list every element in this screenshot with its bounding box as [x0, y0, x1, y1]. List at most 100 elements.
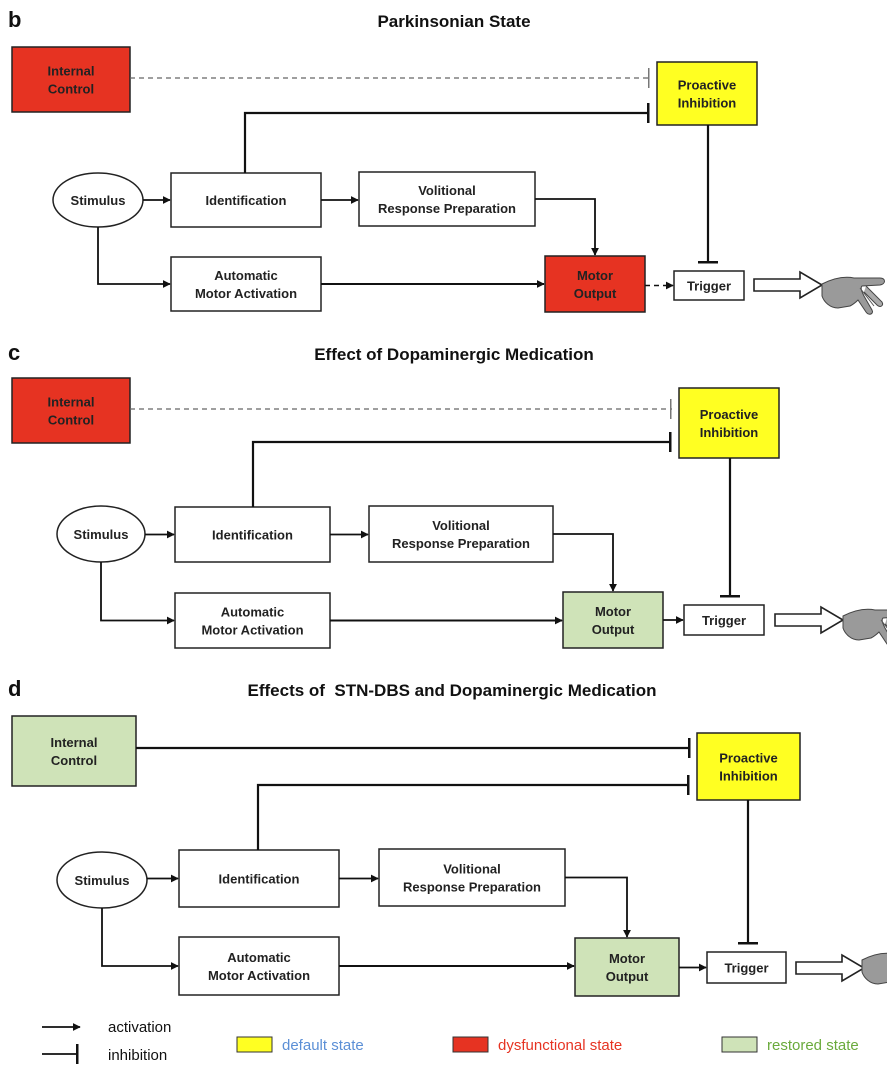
volitional-to-motor-output: [565, 876, 631, 938]
volitional-response-node-line-1: Volitional: [443, 862, 501, 877]
identification-to-proactive-inhibition: [251, 432, 672, 507]
proactive-inhibition-node-line-2: Inhibition: [719, 769, 778, 784]
panel-title: Effects of STN-DBS and Dopaminergic Medi…: [248, 681, 657, 700]
volitional-response-node-line-2: Response Preparation: [403, 880, 541, 895]
legend-default-swatch: [236, 1036, 273, 1053]
internal-control-node-line-2: Control: [48, 82, 94, 97]
identification-to-proactive-inhibition: [256, 775, 690, 850]
panel-title: Parkinsonian State: [377, 12, 530, 31]
output-arrow: [753, 270, 824, 300]
stimulus-label: Stimulus: [71, 193, 126, 208]
internal-control-node-line-2: Control: [51, 753, 97, 768]
stimulus-label: Stimulus: [75, 873, 130, 888]
identification-node-label: Identification: [206, 193, 287, 208]
motor-output-node-line-1: Motor: [577, 268, 613, 283]
legend-restored-state-label: restored state: [767, 1037, 859, 1054]
automatic-motor-node-line-1: Automatic: [214, 268, 278, 283]
identification-node: Identification: [178, 849, 340, 908]
automatic-motor-node-line-2: Motor Activation: [195, 286, 297, 301]
proactive-inhibition-node-box: [656, 61, 758, 126]
volitional-response-node-box: [358, 171, 536, 227]
volitional-response-node-line-1: Volitional: [418, 183, 476, 198]
stimulus-node: Stimulus: [56, 505, 146, 563]
motor-output-node-box: [544, 255, 646, 313]
panel-letter: b: [8, 7, 21, 32]
motor-output-node-line-2: Output: [574, 286, 617, 301]
motor-output-node-box: [562, 591, 664, 649]
legend-dysfunctional-swatch: [452, 1036, 489, 1053]
legend-activation-label: activation: [108, 1019, 171, 1036]
volitional-response-node-line-2: Response Preparation: [392, 536, 530, 551]
legend-default-state-label: default state: [282, 1037, 364, 1054]
automatic-motor-node-box: [174, 592, 331, 649]
legend-inhibition-label: inhibition: [108, 1047, 167, 1064]
stimulus-node: Stimulus: [52, 172, 144, 228]
motor-output-node-line-2: Output: [606, 969, 649, 984]
stimulus-node: Stimulus: [56, 851, 148, 909]
internal-control-node-line-2: Control: [48, 413, 94, 428]
hand-icon: [821, 276, 885, 315]
internal-control-node-box: [11, 377, 131, 444]
legend-restored-swatch: [721, 1036, 758, 1053]
trigger-node-box: [673, 270, 745, 301]
proactive-inhibition-node-line-2: Inhibition: [700, 425, 759, 440]
trigger-node-box: [683, 604, 765, 636]
panel-letter: c: [8, 340, 20, 365]
trigger-node-label: Trigger: [724, 961, 768, 976]
stimulus-label: Stimulus: [74, 527, 129, 542]
internal-control-node-line-1: Internal: [48, 395, 95, 410]
automatic-motor-node-line-1: Automatic: [221, 605, 285, 620]
volitional-to-motor-output: [553, 533, 617, 592]
automatic-motor-node-box: [170, 256, 322, 312]
automatic-motor-node-box: [178, 936, 340, 996]
trigger-node-label: Trigger: [702, 613, 746, 628]
internal-control-node-box: [11, 715, 137, 787]
internal-control-node-box: [11, 46, 131, 113]
internal-control-node-line-1: Internal: [48, 64, 95, 79]
stimulus-to-automatic: [101, 908, 179, 970]
identification-node-box: [170, 172, 322, 228]
output-arrow: [795, 953, 866, 983]
trigger-node: Trigger: [706, 951, 787, 984]
volitional-response-node-box: [378, 848, 566, 907]
proactive-inhibition-node-line-2: Inhibition: [678, 96, 737, 111]
hand-icon: [861, 952, 887, 985]
volitional-response-node-line-2: Response Preparation: [378, 201, 516, 216]
identification-node: Identification: [170, 172, 322, 228]
automatic-motor-node-line-1: Automatic: [227, 950, 291, 965]
identification-node-label: Identification: [212, 528, 293, 543]
motor-output-node-line-1: Motor: [609, 951, 645, 966]
motor-output-node-box: [574, 937, 680, 997]
motor-output-node-line-1: Motor: [595, 604, 631, 619]
volitional-response-node-box: [368, 505, 554, 563]
motor-output-node-line-2: Output: [592, 622, 635, 637]
volitional-response-node-line-1: Volitional: [432, 518, 490, 533]
proactive-inhibition-node-line-1: Proactive: [719, 751, 778, 766]
legend: activation inhibition default state dysf…: [42, 1019, 859, 1064]
trigger-node-box: [706, 951, 787, 984]
proactive-inhibition-node-line-1: Proactive: [678, 78, 737, 93]
legend-dysfunctional-state-label: dysfunctional state: [498, 1037, 622, 1054]
automatic-motor-node-line-2: Motor Activation: [208, 968, 310, 983]
identification-to-proactive-inhibition: [243, 103, 650, 173]
volitional-to-motor-output: [535, 198, 599, 256]
stimulus-to-automatic: [97, 227, 171, 288]
internal-control-node-line-1: Internal: [51, 735, 98, 750]
trigger-node: Trigger: [683, 604, 765, 636]
